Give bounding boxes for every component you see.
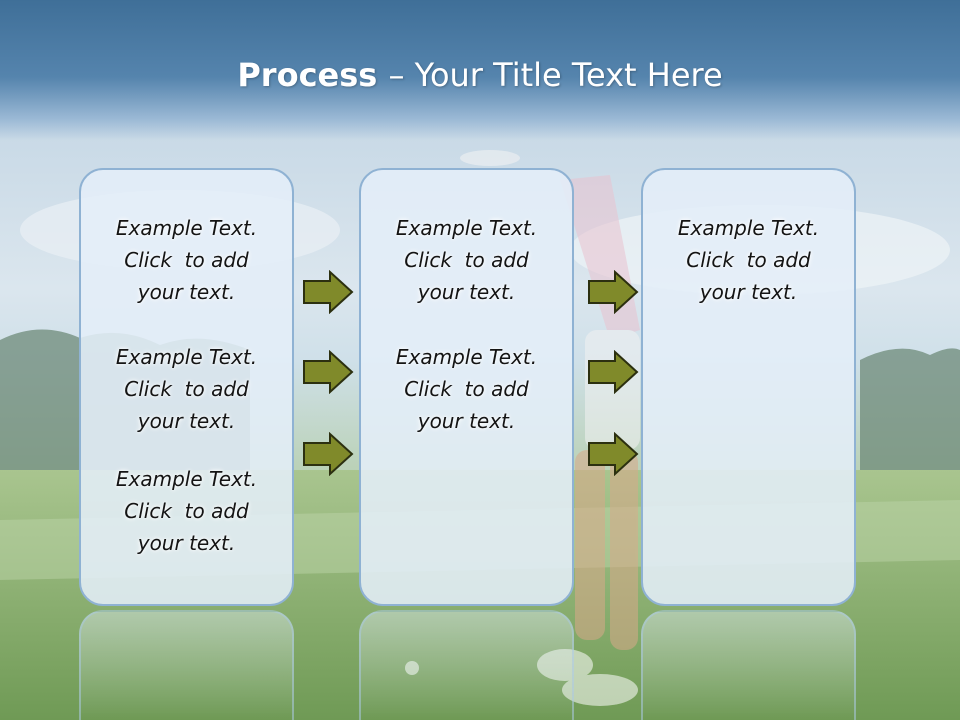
title-rest: – Your Title Text Here <box>388 56 723 94</box>
text-line: Example Text. <box>395 216 538 240</box>
text-line: Click to add <box>124 499 249 523</box>
text-block[interactable]: Example Text. Click to add your text. <box>81 341 292 437</box>
right-arrow-icon <box>303 432 354 476</box>
right-arrow-icon <box>303 270 354 314</box>
text-line: Click to add <box>124 377 249 401</box>
text-line: Example Text. <box>677 216 820 240</box>
box-reflection <box>641 610 856 720</box>
right-arrow-icon <box>588 350 639 394</box>
text-block[interactable]: Example Text. Click to add your text. <box>81 212 292 308</box>
text-line: your text. <box>417 409 516 433</box>
text-line: Example Text. <box>115 467 258 491</box>
text-line: Example Text. <box>115 345 258 369</box>
box-reflection <box>79 610 294 720</box>
text-line: Click to add <box>686 248 811 272</box>
slide-title[interactable]: Process – Your Title Text Here <box>0 52 960 98</box>
text-block[interactable]: Example Text. Click to add your text. <box>643 212 854 308</box>
right-arrow-icon <box>588 270 639 314</box>
title-bar <box>0 0 960 140</box>
text-line: Click to add <box>404 377 529 401</box>
text-line: Example Text. <box>395 345 538 369</box>
title-bold: Process <box>237 56 389 94</box>
process-box-2[interactable]: Example Text. Click to add your text. Ex… <box>359 168 574 606</box>
box-reflection <box>359 610 574 720</box>
text-block[interactable]: Example Text. Click to add your text. <box>361 212 572 308</box>
text-line: your text. <box>699 280 798 304</box>
text-line: Click to add <box>124 248 249 272</box>
right-arrow-icon <box>588 432 639 476</box>
process-box-3[interactable]: Example Text. Click to add your text. <box>641 168 856 606</box>
text-line: your text. <box>137 409 236 433</box>
process-box-1[interactable]: Example Text. Click to add your text. Ex… <box>79 168 294 606</box>
text-line: your text. <box>417 280 516 304</box>
text-line: Example Text. <box>115 216 258 240</box>
text-block[interactable]: Example Text. Click to add your text. <box>81 463 292 559</box>
text-block[interactable]: Example Text. Click to add your text. <box>361 341 572 437</box>
right-arrow-icon <box>303 350 354 394</box>
text-line: Click to add <box>404 248 529 272</box>
text-line: your text. <box>137 531 236 555</box>
text-line: your text. <box>137 280 236 304</box>
